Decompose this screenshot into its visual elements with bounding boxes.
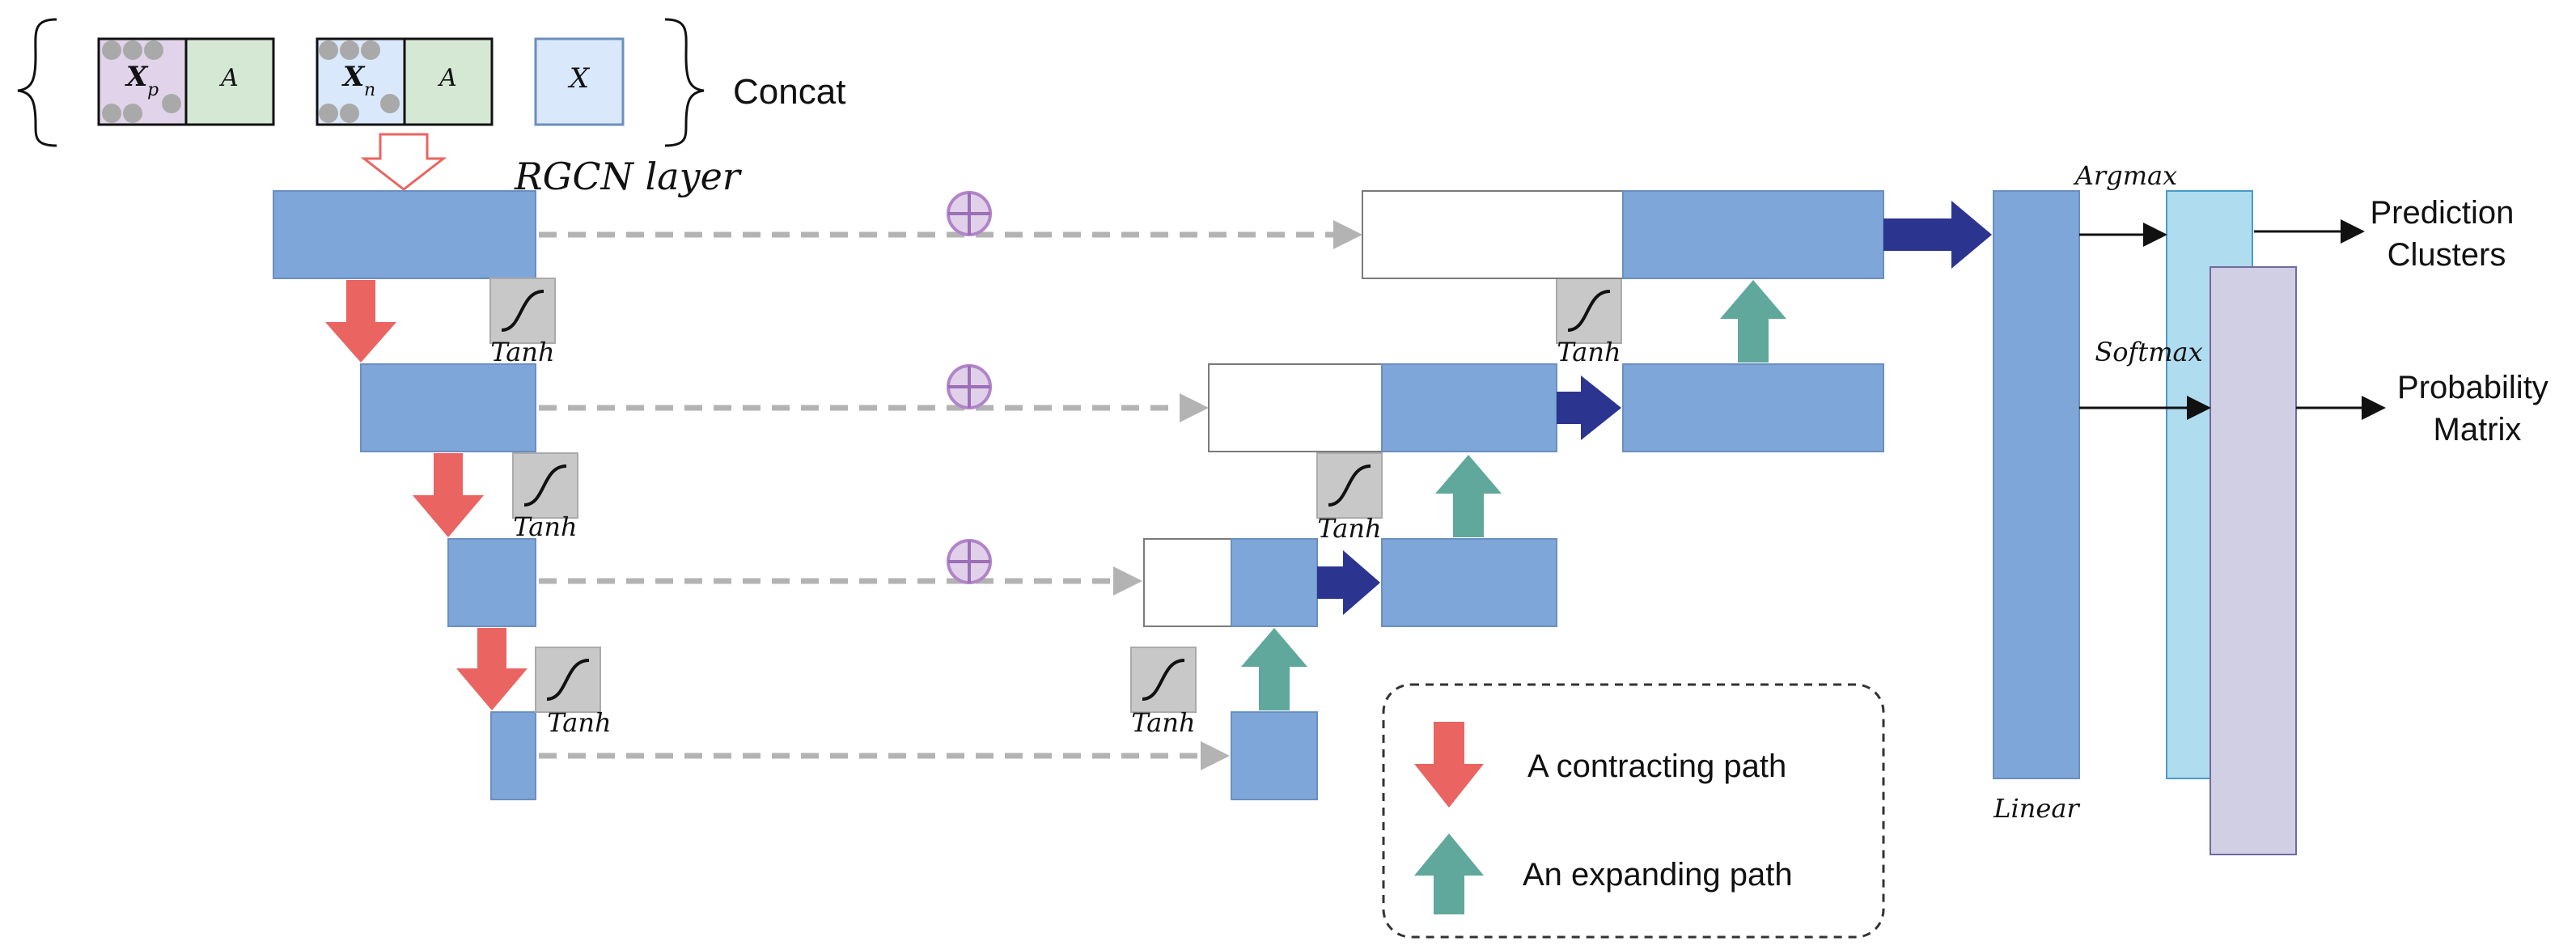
contracting-arrow-icon [413,453,484,537]
skip-arrowhead-icon [1180,393,1209,422]
decoder-concat-white-2 [1208,363,1383,452]
prediction-line-2: Clusters [2387,237,2506,273]
linear-label: Linear [1993,793,2080,824]
a-cell-1 [184,37,275,126]
sigmoid-icon [1555,277,1623,345]
encoder-block-4 [490,711,536,800]
x-feature-cell [534,37,625,126]
tanh-label: Tanh [1131,707,1195,738]
x-feature-label: X [567,62,591,95]
node-dots-icon [102,40,181,123]
encoder-block-1 [273,190,536,279]
x-p-subscript: p [147,80,159,100]
x-n-subscript: n [364,80,375,100]
argmax-label: Argmax [2073,160,2177,191]
legend-contracting-label: A contracting path [1527,749,1786,784]
decoder-concat-blue-3 [1231,538,1318,627]
decoder-block-2 [1622,363,1884,452]
skip-arrowhead-icon [1201,741,1230,770]
decoder-block-1 [1622,190,1884,279]
tanh-label: Tanh [547,707,611,738]
left-curly-brace-icon [17,18,57,147]
expanding-arrow-icon [1720,280,1786,363]
plus-circle-icon [947,364,992,409]
sigmoid-icon [511,452,579,520]
plus-circle-icon [947,191,992,236]
input-down-arrow-icon [360,133,447,191]
encoder-block-2 [360,363,536,452]
input-group: X p A X n A X Concat [17,18,845,147]
legend-expanding-arrow-icon [1414,833,1484,914]
merge-arrow-icon [1883,201,1992,269]
plus-circle-icon [947,539,992,584]
a-cell-2 [403,37,494,126]
legend: A contracting path An expanding path [1382,683,1885,939]
sigmoid-icon [534,646,602,714]
skip-arrowhead-icon [1333,220,1362,249]
softmax-label: Softmax [2095,337,2202,367]
a-label-1: A [218,64,239,92]
decoder: Tanh Tanh Tanh [1129,190,1992,800]
merge-arrow-icon [1317,550,1380,615]
legend-expanding-label: An expanding path [1523,857,1793,893]
decoder-concat-white-3 [1143,538,1232,627]
tanh-label: Tanh [1557,337,1621,367]
concat-label: Concat [733,72,845,112]
tanh-label: Tanh [513,511,577,542]
rgcn-layer-title: RGCN layer [514,155,743,198]
probability-matrix-label: Probability Matrix [2397,370,2557,447]
merge-arrow-icon [1557,375,1621,440]
legend-box [1382,683,1885,939]
decoder-concat-blue-2 [1381,363,1557,452]
output-head: Linear Argmax Softmax Prediction Cluster… [1993,160,2557,855]
right-curly-brace-icon [664,18,705,147]
decoder-concat-white-1 [1362,190,1624,279]
decoder-block-4 [1231,711,1318,800]
decoder-block-3 [1381,538,1557,627]
encoder-block-3 [447,538,536,627]
a-label-2: A [437,64,457,92]
sigmoid-icon [489,277,557,345]
probability-line-2: Matrix [2434,412,2522,447]
legend-contracting-arrow-icon [1414,722,1484,808]
prediction-line-1: Prediction [2371,195,2515,231]
tanh-label: Tanh [490,337,554,367]
contracting-arrow-icon [325,280,396,363]
sigmoid-icon [1316,452,1383,520]
probability-line-1: Probability [2397,370,2548,405]
encoder: Tanh Tanh Tanh [273,190,612,800]
x-p-label: X [125,61,149,93]
prediction-clusters-label: Prediction Clusters [2371,195,2523,273]
softmax-block [2210,266,2297,855]
sigmoid-icon [1129,646,1197,714]
node-dots-icon [319,40,400,123]
skip-connections [539,191,1362,770]
skip-arrowhead-icon [1113,566,1142,596]
tanh-label: Tanh [1317,513,1381,544]
x-n-label: X [341,61,366,93]
linear-block [1993,190,2080,779]
contracting-arrow-icon [456,628,527,710]
expanding-arrow-icon [1241,628,1307,710]
expanding-arrow-icon [1435,455,1502,537]
